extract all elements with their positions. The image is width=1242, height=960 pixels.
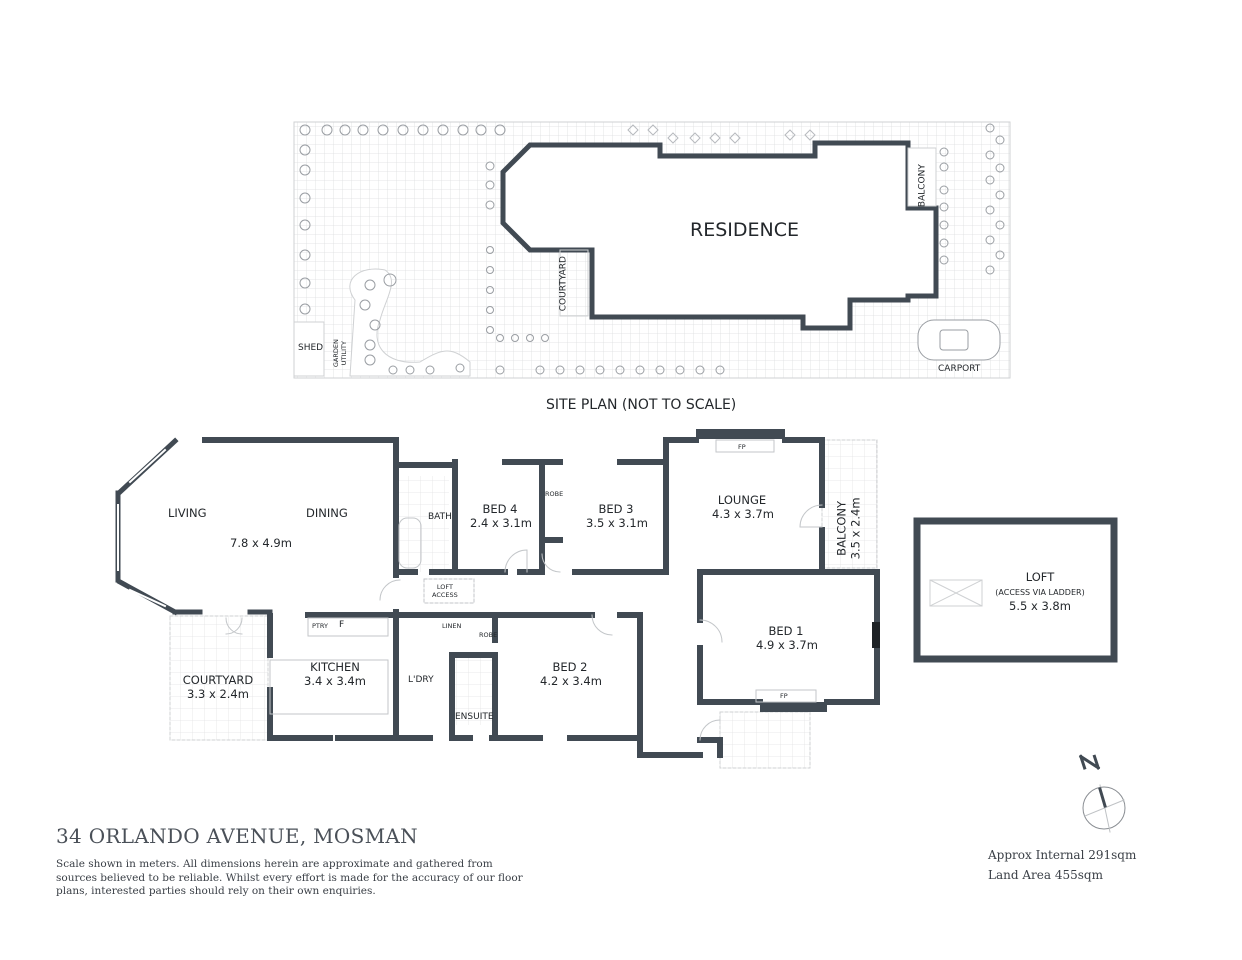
site-courtyard-label: COURTYARD bbox=[558, 256, 569, 312]
site-residence-label: RESIDENCE bbox=[690, 219, 799, 241]
bed4-size: 2.4 x 3.1m bbox=[470, 516, 532, 531]
lounge-name: LOUNGE bbox=[717, 493, 767, 507]
room-laundry-label: L'DRY bbox=[408, 675, 434, 685]
room-dining-label: DINING bbox=[306, 506, 348, 520]
bed2-size: 4.2 x 3.4m bbox=[540, 674, 602, 689]
courtyard-size: 3.3 x 2.4m bbox=[187, 687, 249, 702]
site-plan-caption: SITE PLAN (NOT TO SCALE) bbox=[546, 397, 737, 413]
kitchen-size: 3.4 x 3.4m bbox=[304, 674, 366, 689]
linen-label: LINEN bbox=[442, 622, 462, 630]
loft-note: (ACCESS VIA LADDER) bbox=[995, 588, 1085, 598]
room-robe-bed3-label: ROBE bbox=[545, 490, 564, 498]
property-address: 34 ORLANDO AVENUE, MOSMAN bbox=[56, 824, 418, 848]
balcony-size: 3.5 x 2.4m bbox=[849, 497, 863, 560]
compass-north-icon bbox=[1080, 748, 1081, 749]
bed1-size: 4.9 x 3.7m bbox=[756, 638, 818, 653]
loft-name: LOFT bbox=[1025, 570, 1055, 584]
disclaimer-text: Scale shown in meters. All dimensions he… bbox=[56, 858, 523, 898]
bed4-name: BED 4 bbox=[482, 502, 518, 516]
loft-room: LOFT (ACCESS VIA LADDER)5.5 x 3.8m bbox=[980, 570, 1100, 613]
site-shed-label: SHED bbox=[298, 343, 324, 353]
robe-bed2-label: ROBE bbox=[479, 631, 498, 639]
bed3-name: BED 3 bbox=[598, 502, 634, 516]
room-living-dining-size: 7.8 x 4.9m bbox=[230, 536, 292, 550]
courtyard-name: COURTYARD bbox=[182, 673, 254, 687]
lounge-fireplace-label: FP bbox=[738, 443, 746, 451]
land-area: Land Area 455sqm bbox=[988, 868, 1103, 882]
room-living-label: LIVING bbox=[168, 506, 207, 520]
bed1-fireplace-label: FP bbox=[780, 692, 788, 700]
internal-area: Approx Internal 291sqm bbox=[988, 848, 1137, 862]
fridge-label: F bbox=[339, 620, 345, 630]
floor-plan bbox=[115, 429, 1126, 833]
utility-label: UTILITY bbox=[340, 341, 348, 366]
bed2-name: BED 2 bbox=[552, 660, 588, 674]
room-bath-label: BATH bbox=[428, 512, 452, 522]
loft-access-line2: ACCESS bbox=[432, 591, 458, 600]
site-balcony-label: BALCONY bbox=[917, 164, 928, 208]
pantry-label: PTRY bbox=[312, 622, 328, 630]
kitchen-name: KITCHEN bbox=[310, 660, 360, 674]
bed1-name: BED 1 bbox=[768, 624, 804, 638]
site-plan bbox=[293, 121, 1011, 379]
site-carport-label: CARPORT bbox=[938, 364, 981, 374]
balcony-name: BALCONY bbox=[834, 500, 849, 556]
garden-label: GARDEN bbox=[331, 339, 340, 368]
lounge-size: 4.3 x 3.7m bbox=[712, 507, 774, 522]
bed3-size: 3.5 x 3.1m bbox=[586, 516, 648, 531]
room-ensuite-label: ENSUITE bbox=[455, 712, 494, 722]
loft-size: 5.5 x 3.8m bbox=[1009, 598, 1071, 613]
loft-access-line1: LOFT bbox=[436, 583, 453, 591]
